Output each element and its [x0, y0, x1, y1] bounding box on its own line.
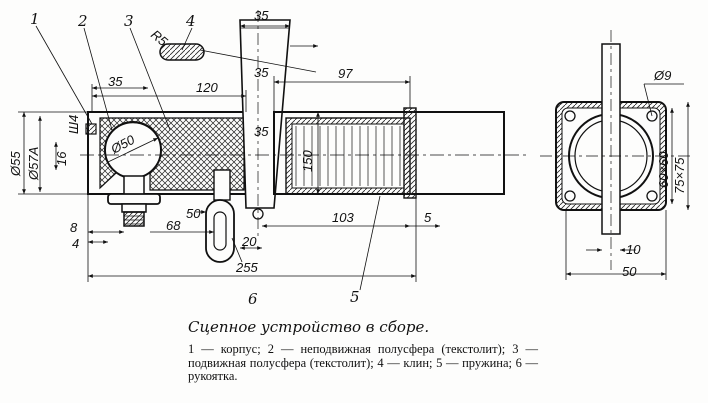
main-view	[80, 10, 530, 263]
dim-10: 10	[626, 242, 641, 257]
dim-phi57a: Ø57A	[26, 147, 41, 181]
dim-phi55: Ø55	[8, 151, 23, 177]
dim-phi9: Ø9	[653, 68, 671, 83]
part-label-2: 2	[77, 12, 88, 30]
dim-5: 5	[424, 210, 432, 225]
dim-60x60: 60×60	[656, 151, 671, 188]
dim-97: 97	[338, 66, 353, 81]
part-number-labels: 1 2 3 4 6 5	[30, 10, 360, 308]
bolt-end	[123, 211, 145, 227]
dim-16: 16	[54, 151, 69, 166]
part-label-3: 3	[124, 12, 134, 30]
ball-flange	[107, 193, 161, 205]
key-slot	[159, 43, 205, 61]
bolt-thread	[121, 203, 147, 213]
caption-title: Сцепное устройство в сборе.	[188, 318, 430, 336]
dim-35-slot: 35	[254, 65, 269, 80]
part-label-5: 5	[350, 288, 360, 306]
dim-sh4: Ш4	[66, 115, 81, 134]
wedge-plate	[239, 19, 291, 209]
dim-103: 103	[332, 210, 354, 225]
handle-grip	[205, 199, 235, 263]
dim-35-left: 35	[108, 74, 123, 89]
dim-120: 120	[196, 80, 218, 95]
part-label-1: 1	[30, 10, 40, 28]
dim-35-mid: 35	[254, 124, 269, 139]
part-label-4: 4	[185, 12, 196, 30]
dim-50-right: 50	[622, 264, 637, 279]
dimension-lines	[18, 24, 440, 291]
spring-coils	[295, 126, 401, 186]
ball-stem	[123, 175, 145, 197]
dimension-texts: R5 35 35 35 120 97 35 Ø55 Ø57A Ш4 16 Ø50…	[8, 8, 687, 279]
dim-150: 150	[300, 150, 315, 172]
side-view	[540, 30, 690, 280]
dim-68: 68	[166, 218, 181, 233]
dim-50: 50	[186, 206, 201, 221]
dim-8: 8	[70, 220, 78, 235]
dim-75x75: 75×75	[672, 157, 687, 194]
dim-35-top: 35	[254, 8, 269, 23]
dim-255: 255	[235, 260, 258, 275]
handle-stem	[213, 169, 231, 201]
part-label-6: 6	[248, 290, 258, 308]
dim-20: 20	[241, 234, 257, 249]
caption-legend: 1 — корпус; 2 — неподвижная полусфера (т…	[188, 342, 538, 383]
dim-4: 4	[72, 236, 79, 251]
